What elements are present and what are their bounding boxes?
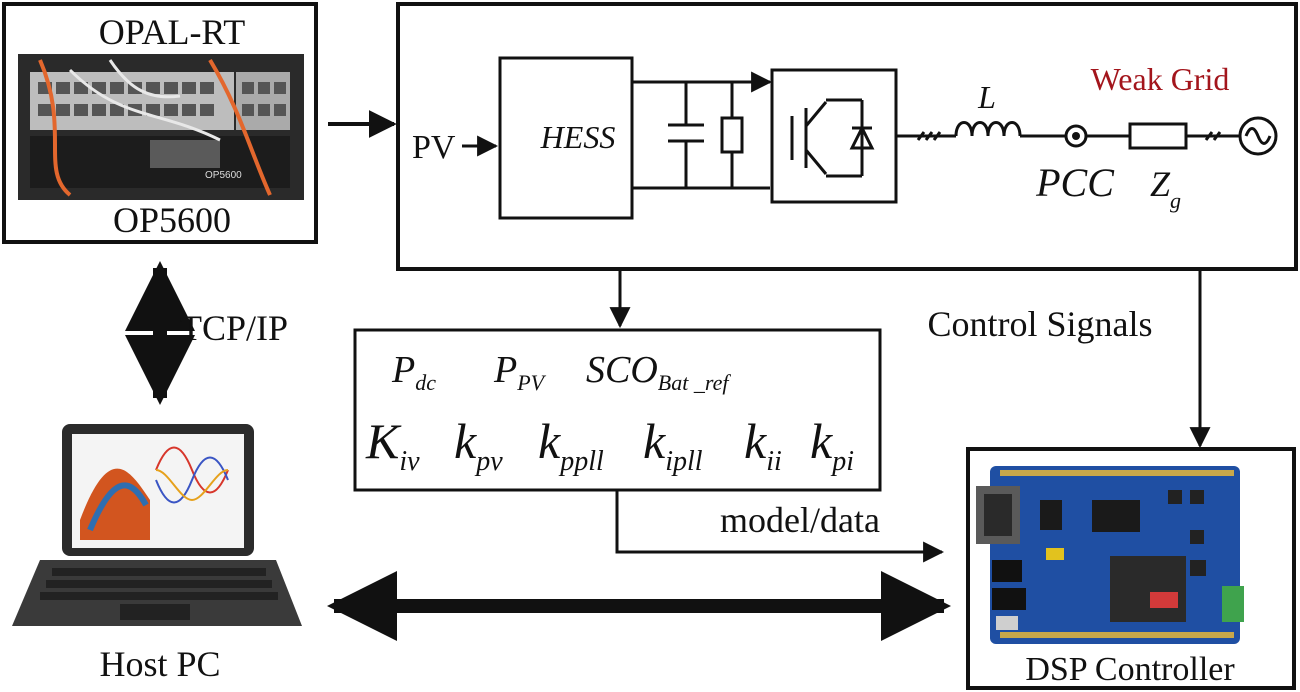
inductor-label: L (977, 79, 996, 115)
params-row-1: Pdc PPV SCOBat _ref (391, 349, 731, 395)
impedance-label: Zg (1150, 164, 1181, 213)
dsp-board-image (976, 466, 1244, 644)
parameters-frame (353, 328, 882, 492)
param-kpi: kpi (810, 413, 854, 477)
opal-rt-title: OPAL-RT (99, 12, 246, 52)
ac-line (896, 116, 1278, 156)
param-kiv: Kiv (365, 413, 420, 477)
dsp-controller-label: DSP Controller (1025, 651, 1235, 688)
dsp-block: DSP Controller (966, 447, 1296, 690)
tcpip-label: TCP/IP (180, 308, 288, 348)
opal-rt-block: OPAL-RT OP5600 OP5600 (2, 2, 318, 244)
impedance-symbol: Z (1150, 164, 1171, 204)
inverter-block (770, 68, 898, 204)
param-kii: kii (744, 413, 782, 477)
rack-badge-text: OP5600 (205, 170, 242, 181)
control-signals-label: Control Signals (927, 304, 1152, 344)
weak-grid-label: Weak Grid (1091, 61, 1230, 97)
pv-label: PV (412, 129, 456, 166)
pcc-label: PCC (1035, 160, 1115, 205)
opal-rack-image: OP5600 (18, 54, 304, 200)
host-pc-label: Host PC (99, 644, 220, 684)
hess-box (498, 56, 634, 220)
opal-rt-model: OP5600 (113, 200, 231, 240)
arrow-model-data (615, 490, 945, 563)
param-kppll: kppll (538, 413, 604, 477)
model-data-label: model/data (720, 500, 880, 540)
params-row-2: Kiv kpv kppll kipll kii kpi (365, 413, 854, 477)
impedance-subscript: g (1170, 188, 1181, 213)
param-ppv: PPV (493, 349, 547, 395)
laptop-icon (12, 424, 302, 626)
pcc-node (1072, 132, 1080, 140)
param-kpv: kpv (454, 413, 503, 477)
dc-link (632, 71, 773, 190)
plant-block: PV HESS (396, 2, 1298, 271)
hess-label: HESS (540, 119, 616, 155)
param-kipll: kipll (643, 413, 703, 477)
param-sco-bat-ref: SCOBat _ref (586, 349, 731, 395)
parameters-block: Pdc PPV SCOBat _ref Kiv kpv kppll kipll … (353, 328, 882, 492)
param-pdc: Pdc (391, 349, 436, 395)
